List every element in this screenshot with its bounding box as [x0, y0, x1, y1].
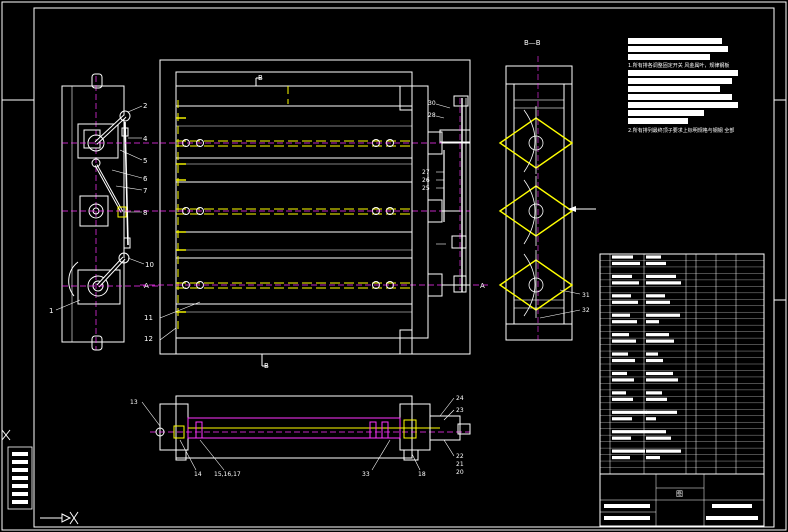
callout-28: 28: [428, 112, 436, 119]
parts-list-cell-fill: [646, 417, 656, 421]
callout-2: 2: [143, 102, 147, 110]
parts-list-cell-fill: [646, 313, 680, 317]
parts-list-cell-fill: [646, 352, 658, 356]
callout-33: 33: [362, 471, 370, 478]
requirement-bars: [628, 38, 738, 124]
parts-list-cell-fill: [612, 430, 646, 434]
parts-list-cell-fill: [612, 320, 637, 324]
parts-list-cell-fill: [646, 333, 669, 337]
section-mark-top: B: [258, 74, 263, 82]
parts-list-cell-fill: [612, 261, 640, 266]
parts-list-cell-fill: [646, 371, 673, 376]
callout-6: 6: [143, 175, 148, 183]
parts-list-cell-fill: [646, 274, 676, 279]
parts-list-cell-fill: [612, 378, 634, 382]
parts-list-cell-fill: [612, 449, 645, 453]
callout-32: 32: [582, 307, 590, 314]
callout-4: 4: [143, 135, 148, 143]
parts-list-cell-fill: [612, 455, 630, 460]
callout-8: 8: [143, 209, 147, 217]
parts-list-cell-fill: [646, 378, 678, 382]
parts-list-cell-fill: [612, 339, 636, 343]
parts-list-cell-fill: [646, 391, 662, 395]
note-2: 2.所有排列最终顶子要求上标明规格与钢钢 全部: [628, 127, 734, 134]
parts-list-cell-fill: [646, 449, 681, 453]
parts-list-cell-fill: [612, 352, 628, 356]
section-mark-bottom: B: [264, 362, 269, 370]
section-mark-right: A: [480, 282, 485, 290]
callout-22: 22: [456, 453, 464, 460]
parts-list: [599, 253, 765, 527]
parts-list-cell-fill: [612, 294, 631, 298]
parts-list-cell-fill: [646, 281, 681, 285]
parts-list-cell-fill: [612, 417, 632, 421]
revision-table: [1, 429, 79, 525]
note-1: 1.所有排各调整固定开关 风金属叶，规律钢板: [628, 62, 729, 69]
callout-14: 14: [194, 471, 202, 478]
section-mark-left: A: [144, 282, 149, 290]
parts-list-cell-fill: [612, 255, 633, 259]
callout-26: 26: [422, 177, 430, 184]
callout-24: 24: [456, 395, 464, 402]
callout-21: 21: [456, 461, 464, 468]
parts-list-cell-fill: [646, 430, 666, 434]
parts-list-cell-fill: [646, 358, 663, 363]
parts-list-cell-fill: [612, 281, 639, 285]
parts-list-cell-fill: [612, 397, 633, 401]
callout-30: 30: [428, 100, 436, 107]
callout-27: 27: [422, 169, 430, 176]
parts-list-cell-fill: [612, 313, 630, 317]
callout-15-17: 15,16,17: [214, 471, 241, 478]
section-label-bb: B—B: [524, 39, 541, 47]
parts-list-cell-fill: [646, 397, 667, 401]
callout-11: 11: [144, 314, 153, 322]
parts-list-cell-fill: [646, 339, 674, 343]
parts-list-cell-fill: [646, 300, 670, 304]
callout-18: 18: [418, 471, 426, 478]
section-bb-view: [498, 56, 596, 341]
parts-list-cell-fill: [612, 300, 638, 304]
parts-list-cell-fill: [612, 436, 631, 440]
parts-list-cell-fill: [612, 333, 629, 337]
parts-list-cell-fill: [612, 410, 647, 414]
parts-list-cell-fill: [646, 255, 661, 259]
callout-25: 25: [422, 185, 430, 192]
callout-31: 31: [582, 292, 590, 299]
title-block-sheet: 图: [676, 490, 683, 498]
parts-list-cell-fill: [646, 261, 666, 266]
plan-view: [141, 395, 471, 471]
callout-1: 1: [49, 307, 53, 315]
side-view-linkage: [55, 73, 160, 351]
callout-12: 12: [144, 335, 153, 343]
callout-5: 5: [143, 157, 147, 165]
parts-list-cell-fill: [646, 294, 665, 298]
callout-23: 23: [456, 407, 464, 414]
parts-list-cell-fill: [646, 436, 671, 440]
parts-list-cell-fill: [646, 455, 660, 460]
callout-20: 20: [456, 469, 464, 476]
parts-list-cell-fill: [612, 274, 632, 279]
parts-list-cell-fill: [612, 371, 627, 376]
parts-list-cell-fill: [612, 391, 626, 395]
parts-list-cell-fill: [646, 410, 677, 414]
callout-13: 13: [130, 399, 138, 406]
front-view: [140, 59, 490, 367]
callout-10: 10: [145, 261, 154, 269]
callout-7: 7: [143, 187, 147, 195]
parts-list-cell-fill: [646, 320, 659, 324]
parts-list-cell-fill: [612, 358, 635, 363]
